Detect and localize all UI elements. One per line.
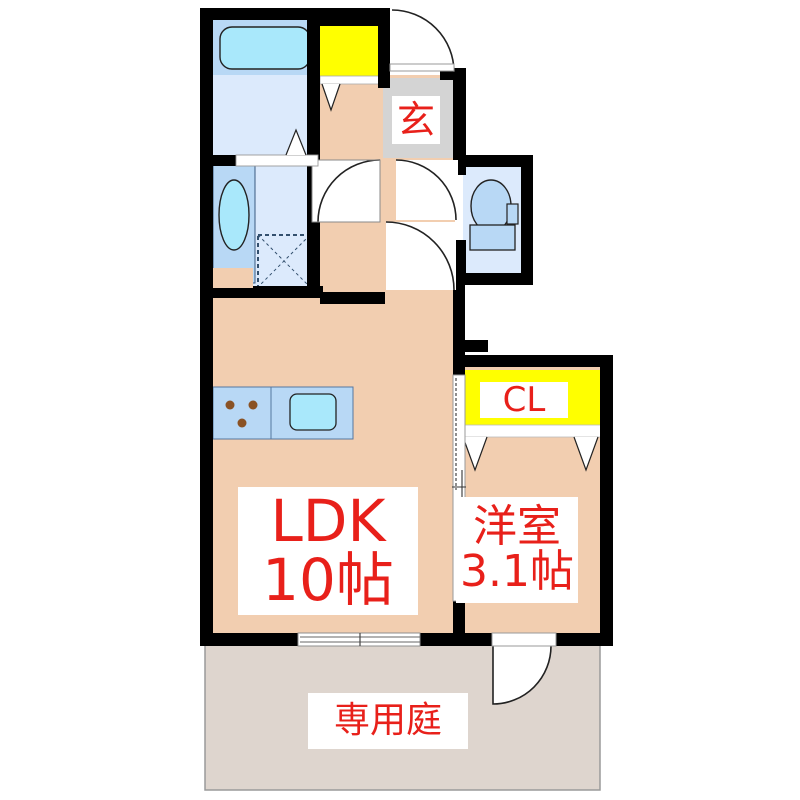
shoe-box-fixture: [319, 26, 383, 112]
room-label-closet-name: CL: [502, 379, 546, 420]
walls: [200, 8, 613, 646]
entrance-door: [389, 8, 455, 73]
room-label-private-garden: 専用庭: [308, 693, 468, 749]
washroom-threshold: [213, 268, 253, 288]
room-label-ldk-name: LDK: [270, 486, 386, 555]
hall-door-to-ldk: [385, 221, 456, 291]
room-label-entrance: 玄: [392, 96, 440, 144]
room-label-ldk: LDK 10帖: [238, 487, 418, 615]
room-label-private-garden-name: 専用庭: [333, 699, 442, 741]
bath-door: [235, 128, 319, 167]
room-label-entrance-name: 玄: [396, 97, 435, 142]
toilet-room: [463, 165, 521, 273]
room-label-western-room: 洋室 3.1帖: [456, 497, 578, 603]
room-label-western-room-name: 洋室: [473, 501, 561, 553]
room-label-closet: CL: [480, 382, 568, 418]
room-label-western-room-size: 3.1帖: [460, 546, 574, 597]
room-label-ldk-size: 10帖: [262, 546, 394, 614]
western-room-garden-door: [491, 632, 557, 705]
hall-door-to-washroom: [311, 159, 381, 223]
ldk-garden-window: [297, 632, 421, 647]
hall-door-to-toilet: [395, 159, 458, 221]
kitchen-counter: [212, 386, 354, 440]
